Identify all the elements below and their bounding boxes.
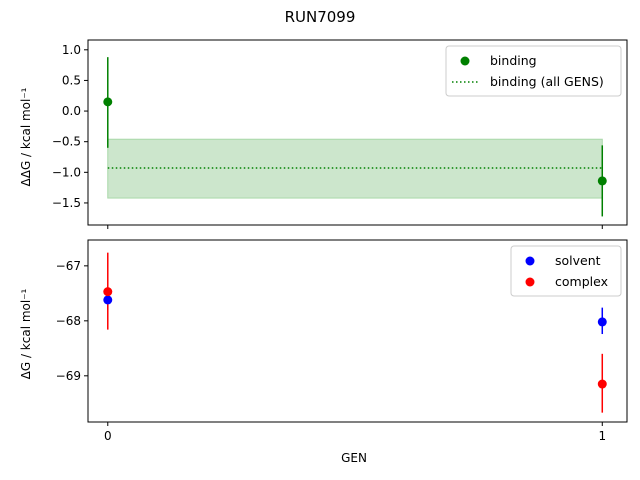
legend-label: solvent [555, 253, 601, 268]
axes-frame [87, 39, 628, 226]
y-tick-label: 0.5 [62, 73, 81, 87]
legend: binding binding (all GENS) [445, 45, 622, 97]
y-tick-label: −1.0 [52, 165, 81, 179]
panel-0: 1.0 0.5 0.0 −0.5 −1.0 −1.5 binding binding (all… [52, 39, 628, 229]
legend-label: binding [490, 53, 537, 68]
data-point-solvent [103, 295, 113, 305]
legend-marker [460, 56, 470, 66]
x-tick-label: 1 [598, 429, 606, 443]
y-tick-label: −1.5 [52, 196, 81, 210]
legend-box [510, 245, 622, 297]
y-tick-label: −69 [56, 369, 81, 383]
y-tick-label: 1.0 [62, 43, 81, 57]
data-point-complex [597, 379, 607, 389]
legend-box [445, 45, 622, 97]
y-tick-label: −68 [56, 314, 81, 328]
data-point-binding [103, 97, 113, 107]
y-tick-label: −0.5 [52, 135, 81, 149]
panel-1: −67 −68 −69 0 1 solvent complex [56, 239, 628, 443]
legend-label: binding (all GENS) [490, 74, 604, 89]
axes-frame [87, 239, 628, 423]
y-tick-label: −67 [56, 259, 81, 273]
bottom-y-axis-label: ΔG / kcal mol⁻¹ [19, 288, 33, 379]
data-point-solvent [597, 317, 607, 327]
legend-marker [525, 277, 535, 287]
data-point-complex [103, 287, 113, 297]
x-tick-label: 0 [104, 429, 112, 443]
top-y-axis-label: ΔΔG / kcal mol⁻¹ [19, 87, 33, 186]
data-point-binding [597, 176, 607, 186]
y-tick-label: 0.0 [62, 104, 81, 118]
chart-title: RUN7099 [285, 8, 356, 26]
legend-marker [525, 256, 535, 266]
x-axis-label: GEN [341, 451, 367, 465]
legend: solvent complex [510, 245, 622, 297]
legend-label: complex [555, 274, 608, 289]
